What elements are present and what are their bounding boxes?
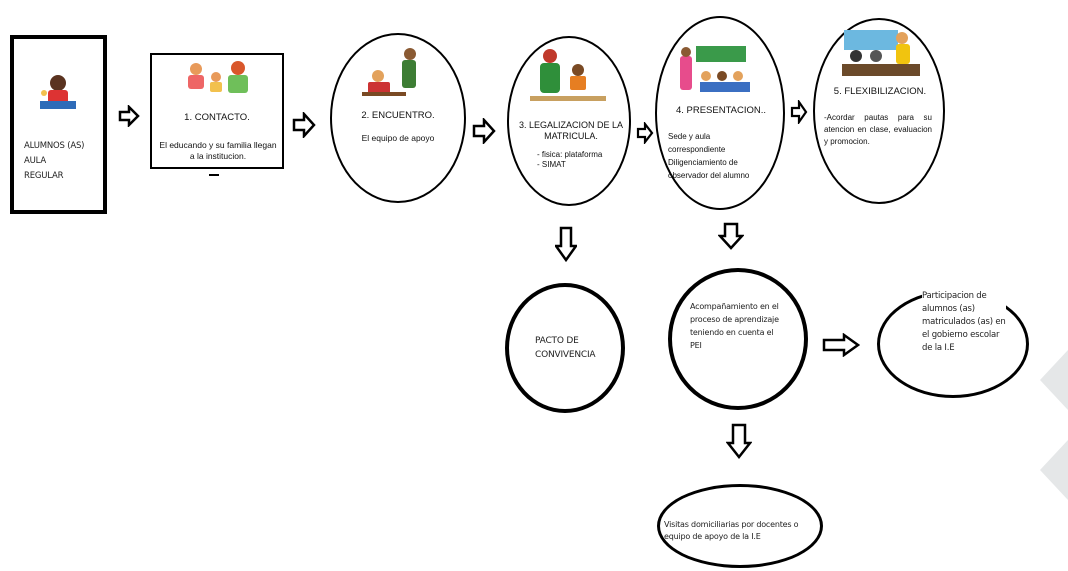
start-line-2: AULA [24, 156, 46, 166]
step-legalizacion-item-1: - fisica: plataforma [537, 150, 603, 159]
classroom-illustration [680, 46, 750, 92]
step-legalizacion-title: 3. LEGALIZACION DE LA MATRICULA. [518, 120, 624, 141]
arrow-right-icon [790, 100, 808, 124]
arrow-down-icon [726, 423, 752, 459]
arrow-down-icon [718, 222, 744, 250]
step-encuentro-title: 2. ENCUENTRO. [361, 110, 435, 121]
corner-decoration [1040, 350, 1068, 500]
step-flexibilizacion-title: 5. FLEXIBILIZACION. [833, 86, 927, 97]
encounter-illustration [362, 48, 416, 96]
step-encuentro-body: El equipo de apoyo [361, 133, 435, 143]
arrow-down-icon [555, 226, 577, 262]
family-illustration [188, 61, 248, 93]
start-line-3: REGULAR [24, 171, 64, 181]
pacto-convivencia-text: PACTO DE CONVIVENCIA [535, 336, 596, 360]
acompanamiento-text: Acompañamiento en el proceso de aprendiz… [690, 302, 779, 350]
participacion-text: Participacion de alumnos (as) matriculad… [922, 290, 1006, 355]
step-contacto-title: 1. CONTACTO. [184, 112, 250, 123]
start-box: ALUMNOS (AS) AULA REGULAR [10, 35, 107, 214]
arrow-right-icon [292, 112, 316, 138]
arrow-right-icon [472, 118, 496, 144]
step-legalizacion-ellipse [507, 36, 631, 206]
meeting-illustration [842, 30, 920, 76]
step-flexibilizacion-body: -Acordar pautas para su atencion en clas… [824, 113, 932, 146]
step-contacto-box: 1. CONTACTO. El educando y su familia ll… [150, 53, 284, 169]
visitas-ellipse [657, 484, 823, 568]
visitas-text: Visitas domiciliarias por docentes o equ… [664, 520, 799, 541]
step-encuentro-ellipse [330, 33, 466, 203]
arrow-right-icon [822, 333, 860, 357]
step-legalizacion-item-2: - SIMAT [537, 160, 566, 169]
acompanamiento-ellipse [668, 268, 808, 410]
teacher-student-illustration [530, 49, 606, 101]
step-presentacion-title: 4. PRESENTACION.. [675, 105, 767, 116]
student-illustration [40, 75, 76, 109]
underline-mark [209, 174, 219, 176]
step-contacto-body: El educando y su familia llegan a la ins… [159, 140, 277, 161]
start-line-1: ALUMNOS (AS) [24, 141, 85, 151]
arrow-right-icon [636, 122, 654, 144]
arrow-right-icon [118, 105, 140, 127]
pacto-convivencia-ellipse [505, 283, 625, 413]
step-presentacion-body: Sede y aula correspondiente Diligenciami… [668, 132, 750, 180]
